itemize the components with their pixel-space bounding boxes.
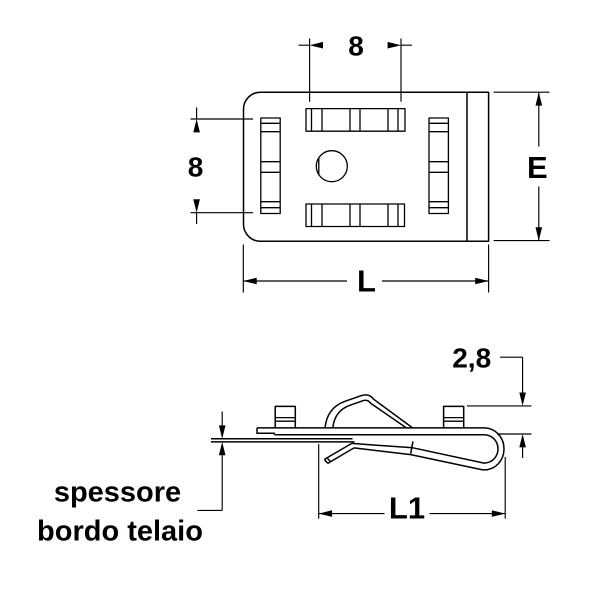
- dimension-frame-thickness: spessore bordo telaio: [37, 411, 226, 548]
- dimension-overall-height: E: [493, 91, 550, 242]
- dimension-overall-length: L: [242, 244, 490, 299]
- clip-plate-inner: [274, 433, 499, 464]
- frame-sheet: [211, 438, 355, 443]
- clip-plate-outer: [257, 427, 505, 471]
- stud-right: [442, 405, 465, 428]
- top-view: 8 8 E L: [188, 31, 550, 299]
- spring-hump: [324, 394, 414, 429]
- arrow-right-icon: [475, 277, 489, 285]
- dim-label-stud-height: 2,8: [452, 343, 491, 374]
- right-slot-column: [428, 117, 450, 215]
- arrow-down-icon: [535, 227, 543, 241]
- arrow-right-icon: [387, 41, 401, 49]
- dim-label-slot-width: 8: [348, 31, 364, 62]
- frame-thickness-note-line2: bordo telaio: [37, 516, 203, 548]
- dim-label-overall-height: E: [527, 150, 548, 185]
- frame-thickness-note-line1: spessore: [54, 477, 181, 509]
- plate-left-lip: [256, 427, 276, 435]
- stud-left: [274, 405, 297, 428]
- center-hole: [315, 150, 348, 183]
- dimension-slot-width: 8: [298, 31, 412, 102]
- dimension-slot-height: 8: [188, 107, 253, 224]
- dim-label-clip-length: L1: [389, 491, 425, 526]
- arrow-up-icon: [535, 92, 543, 106]
- arrow-right-icon: [491, 510, 506, 517]
- top-slot-group: [305, 107, 406, 132]
- arrow-down-icon: [193, 199, 200, 213]
- dimension-stud-height: 2,8: [452, 343, 532, 458]
- side-view: 2,8 spessore bordo telaio L1: [37, 343, 532, 548]
- arrow-up-icon: [218, 441, 226, 456]
- top-view-body-outline: [242, 91, 490, 243]
- arrow-up-icon: [193, 119, 200, 133]
- arrow-left-icon: [318, 510, 333, 517]
- bottom-slot-group: [305, 203, 406, 228]
- dimension-clip-length: L1: [318, 444, 506, 526]
- dim-label-slot-height: 8: [188, 152, 204, 183]
- arrow-down-icon: [519, 392, 526, 406]
- grip-tongue: [323, 441, 414, 465]
- arrow-down-icon: [218, 425, 226, 439]
- arrow-up-icon: [519, 434, 526, 448]
- arrow-left-icon: [309, 41, 323, 49]
- arrow-left-icon: [243, 277, 257, 285]
- tongue-end-cut: [409, 441, 414, 454]
- left-slot-column: [260, 117, 281, 215]
- dim-label-overall-length: L: [357, 264, 376, 299]
